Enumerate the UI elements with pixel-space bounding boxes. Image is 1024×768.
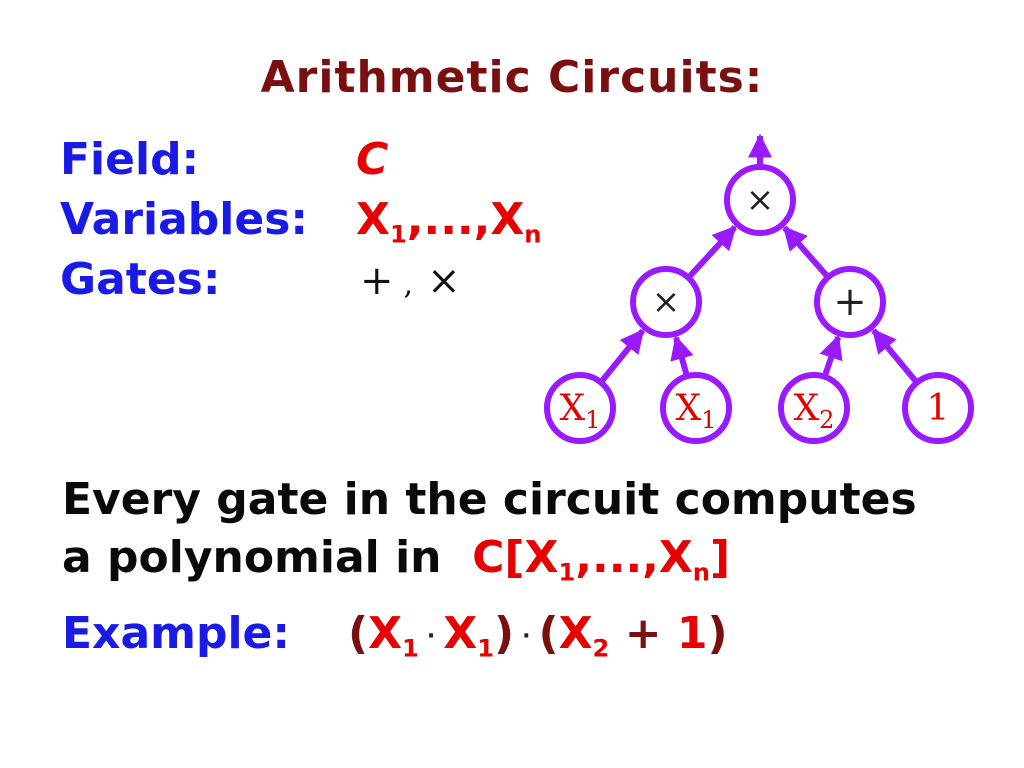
node-circle — [724, 164, 796, 236]
node-label: × — [746, 180, 775, 220]
node-label: + — [833, 279, 867, 325]
edge-in4-add — [871, 328, 920, 385]
node-root: × — [724, 164, 796, 236]
gates-value: +, × — [360, 258, 461, 304]
edge-in2-mul — [670, 335, 694, 378]
example-label: Example: — [62, 608, 290, 659]
node-circle — [544, 372, 616, 444]
node-label: 1 — [927, 388, 950, 429]
node-in4: 1 — [902, 372, 974, 444]
node-add: + — [814, 266, 886, 338]
statement-line-1: Every gate in the circuit computes — [62, 474, 917, 525]
edge-mul-root — [686, 225, 738, 280]
node-circle — [778, 372, 850, 444]
node-circle — [814, 266, 886, 338]
node-circle — [630, 266, 702, 338]
variables-value: X1,...,Xn — [356, 194, 542, 249]
field-value: C — [356, 134, 389, 185]
slide-title: Arithmetic Circuits: — [260, 52, 764, 103]
polynomial-ring: C[X1,...,Xn] — [472, 532, 731, 587]
field-label: Field: — [60, 134, 200, 185]
node-in2: X1 — [660, 372, 732, 444]
edge-in3-add — [819, 334, 843, 378]
node-circle — [660, 372, 732, 444]
statement-line-2: a polynomial in C[X1,...,Xn] — [62, 532, 731, 587]
node-in3: X2 — [778, 372, 850, 444]
node-label: × — [652, 282, 681, 322]
edge-add-root — [782, 225, 831, 280]
gates-comma: , — [403, 267, 414, 302]
example-expression: (X1·X1)·(X2 + 1) — [348, 608, 728, 663]
plus-symbol: + — [360, 258, 394, 304]
times-symbol: × — [427, 258, 461, 304]
node-in1: X1 — [544, 372, 616, 444]
node-circle — [902, 372, 974, 444]
edge-in1-mul — [598, 328, 646, 385]
variables-label: Variables: — [60, 194, 309, 245]
gates-label: Gates: — [60, 254, 221, 305]
node-mul: × — [630, 266, 702, 338]
